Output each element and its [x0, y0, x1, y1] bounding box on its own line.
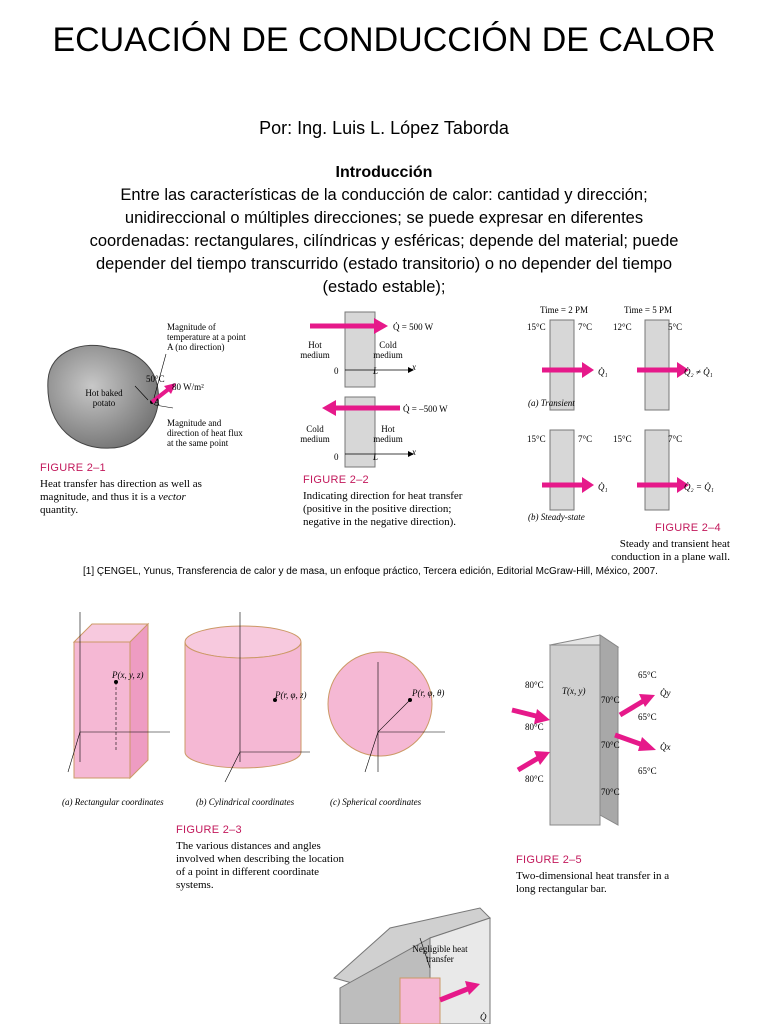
- intro-heading: Introducción: [335, 164, 433, 181]
- fig23-sph: (c) Spherical coordinates: [330, 797, 422, 807]
- fig25-qy: Q̇y: [660, 688, 671, 698]
- figure-2-4-graphic: [542, 319, 689, 511]
- fig25-label: FIGURE 2–5: [516, 854, 582, 866]
- fig24-steady: (b) Steady-state: [528, 512, 585, 522]
- fig23-p-sph: P(r, φ, θ): [412, 688, 445, 698]
- fig24-caption: Steady and transient heat conduction in …: [611, 538, 730, 563]
- fig23-cyl: (b) Cylindrical coordinates: [196, 797, 295, 807]
- fig25-t70-c: 70°C: [601, 787, 620, 797]
- potato-shape: [47, 344, 159, 449]
- fig24-b-t7: 7°C: [578, 434, 593, 444]
- fig25-t80-c: 80°C: [525, 774, 544, 784]
- fig25-t70-b: 70°C: [601, 740, 620, 750]
- fig25-txy: T(x, y): [562, 686, 586, 696]
- author-line: Por: Ing. Luis L. López Taborda: [259, 118, 509, 138]
- fig24-transient: (a) Transient: [528, 398, 575, 408]
- fig22-cold-bot: Cold medium: [300, 424, 330, 444]
- fig26-note: Negligible heat transfer: [412, 944, 468, 964]
- fig22-caption: Indicating direction for heat transfer (…: [303, 490, 463, 528]
- fig24-a-t5: 5°C: [668, 322, 683, 332]
- fig23-p-cyl: P(r, φ, z): [275, 690, 307, 700]
- fig25-t80-b: 80°C: [525, 722, 544, 732]
- fig21-note-top: Magnitude of temperature at a point A (n…: [167, 322, 246, 352]
- fig22-q-pos: Q̇ = 500 W: [393, 322, 434, 332]
- fig21-point: A: [154, 397, 160, 407]
- figure-2-3-graphic: [67, 612, 445, 783]
- fig22-label: FIGURE 2–2: [303, 474, 369, 486]
- fig24-b-t7b: 7°C: [668, 434, 683, 444]
- fig24-b-q2: Q̇₂ = Q̇₁: [684, 482, 714, 492]
- fig25-t80-a: 80°C: [525, 680, 544, 690]
- page-title: ECUACIÓN DE CONDUCCIÓN DE CALOR: [52, 21, 716, 59]
- intro-paragraph: Entre las características de la conducci…: [89, 186, 679, 296]
- figure-2-2-graphic: [310, 311, 414, 468]
- fig23-rect: (a) Rectangular coordinates: [62, 797, 164, 807]
- fig26-q: Q̇: [480, 1012, 487, 1022]
- fig21-label: FIGURE 2–1: [40, 462, 106, 474]
- figure-2-1-graphic: [47, 344, 176, 449]
- fig21-object: Hot baked potato: [85, 388, 123, 408]
- fig25-t70-a: 70°C: [601, 695, 620, 705]
- fig25-t65-b: 65°C: [638, 712, 657, 722]
- fig23-label: FIGURE 2–3: [176, 824, 242, 836]
- fig23-caption: The various distances and angles involve…: [176, 840, 345, 891]
- fig24-a-t15: 15°C: [527, 322, 546, 332]
- fig22-q-neg: Q̇ = –500 W: [403, 404, 448, 414]
- fig22-cold-top: Cold medium: [373, 340, 403, 360]
- fig24-label: FIGURE 2–4: [655, 522, 721, 534]
- fig24-a-t7: 7°C: [578, 322, 593, 332]
- figure-2-5-graphic: [511, 634, 656, 826]
- fig22-L-bot: L: [373, 452, 379, 462]
- fig22-x-top: x: [412, 362, 416, 372]
- fig25-t65-c: 65°C: [638, 766, 657, 776]
- fig25-caption: Two-dimensional heat transfer in a long …: [516, 870, 670, 895]
- fig21-temp: 50°C: [146, 374, 165, 384]
- fig24-a-t12: 12°C: [613, 322, 632, 332]
- fig25-qx: Q̇x: [660, 742, 671, 752]
- fig24-b-t15: 15°C: [527, 434, 546, 444]
- fig24-time2: Time = 5 PM: [624, 305, 673, 315]
- fig25-t65-a: 65°C: [638, 670, 657, 680]
- fig21-flux: 80 W/m²: [172, 382, 204, 392]
- fig21-note-bottom: Magnitude and direction of heat flux at …: [167, 418, 243, 448]
- fig22-zero-bot: 0: [334, 452, 339, 462]
- fig24-b-q1: Q̇₁: [598, 482, 608, 492]
- reference: [1] ÇENGEL, Yunus, Transferencia de calo…: [83, 566, 658, 577]
- figure-2-6-graphic: [332, 907, 491, 1024]
- fig22-x-bot: x: [412, 447, 416, 457]
- fig24-b-t15b: 15°C: [613, 434, 632, 444]
- fig21-caption: Heat transfer has direction as well as m…: [40, 478, 202, 516]
- fig23-p-rect: P(x, y, z): [112, 670, 144, 680]
- fig22-hot-bot: Hot medium: [373, 424, 403, 444]
- fig22-hot-top: Hot medium: [300, 340, 330, 360]
- fig24-a-q1: Q̇₁: [598, 367, 608, 377]
- fig22-zero-top: 0: [334, 366, 339, 376]
- fig24-a-q2: Q̇₂ ≠ Q̇₁: [684, 367, 713, 377]
- fig22-L-top: L: [373, 366, 379, 376]
- fig24-time1: Time = 2 PM: [540, 305, 589, 315]
